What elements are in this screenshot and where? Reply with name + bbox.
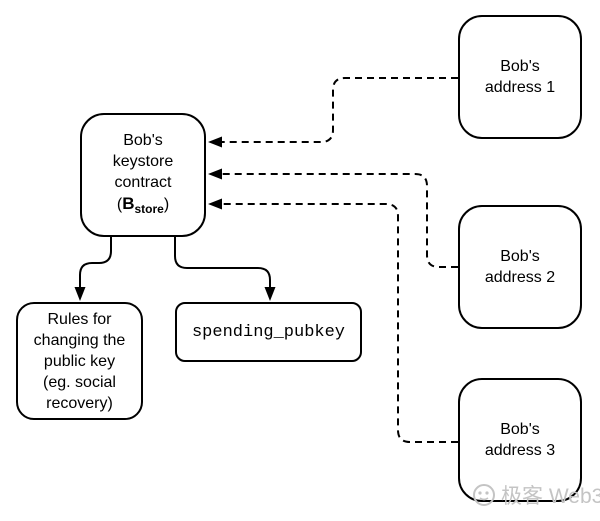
watermark-brand-text: 极客 Web3 [501, 485, 600, 508]
connector-keystore-to-spending [174, 237, 271, 287]
arrowhead-address3-icon [208, 198, 222, 210]
address-1-label-line: address 1 [484, 79, 556, 96]
keystore-paren-open: ( [116, 195, 123, 213]
arrowhead-address2-icon [208, 168, 222, 180]
spending-pubkey-node: spending_pubkey [175, 302, 362, 362]
keystore-symbol-subscript: store [134, 202, 164, 217]
keystore-label-line: contract [114, 173, 172, 191]
rules-label-line: recovery) [46, 394, 113, 412]
keystore-label-line: Bob's [123, 131, 163, 149]
spending-pubkey-label: spending_pubkey [191, 322, 346, 342]
watermark: 极客 Web3 [472, 480, 600, 510]
rules-node: Rules for changing the public key (eg. s… [16, 302, 143, 420]
watermark-logo-icon [473, 484, 495, 506]
connector-address2-to-keystore [221, 173, 458, 268]
connector-keystore-to-rules [79, 237, 112, 287]
address-1-label-line: Bob's [500, 58, 540, 75]
rules-label-line: (eg. social [43, 373, 116, 391]
address-3-label-line: address 3 [484, 442, 556, 459]
arrowhead-spending-icon [264, 287, 276, 301]
keystore-label-line: keystore [112, 152, 174, 170]
address-2-label-line: Bob's [500, 248, 540, 265]
address-2-label-line: address 2 [484, 269, 556, 286]
address-2-node: Bob's address 2 [458, 205, 582, 329]
keystore-contract-node: Bob's keystore contract (Bstore) [80, 113, 206, 237]
keystore-symbol-line: (Bstore) [117, 193, 169, 220]
arrowhead-address1-icon [208, 136, 222, 148]
address-1-node: Bob's address 1 [458, 15, 582, 139]
connector-address1-to-keystore [221, 77, 458, 143]
rules-label-line: public key [43, 352, 116, 370]
arrowhead-rules-icon [74, 287, 86, 301]
address-3-label-line: Bob's [500, 421, 540, 438]
rules-label-line: Rules for [47, 310, 112, 328]
keystore-paren-close: ) [163, 195, 170, 213]
rules-label-line: changing the [33, 331, 126, 349]
connector-address3-to-keystore [221, 203, 458, 443]
keystore-symbol-main: B [122, 193, 135, 213]
address-3-node: Bob's address 3 [458, 378, 582, 502]
